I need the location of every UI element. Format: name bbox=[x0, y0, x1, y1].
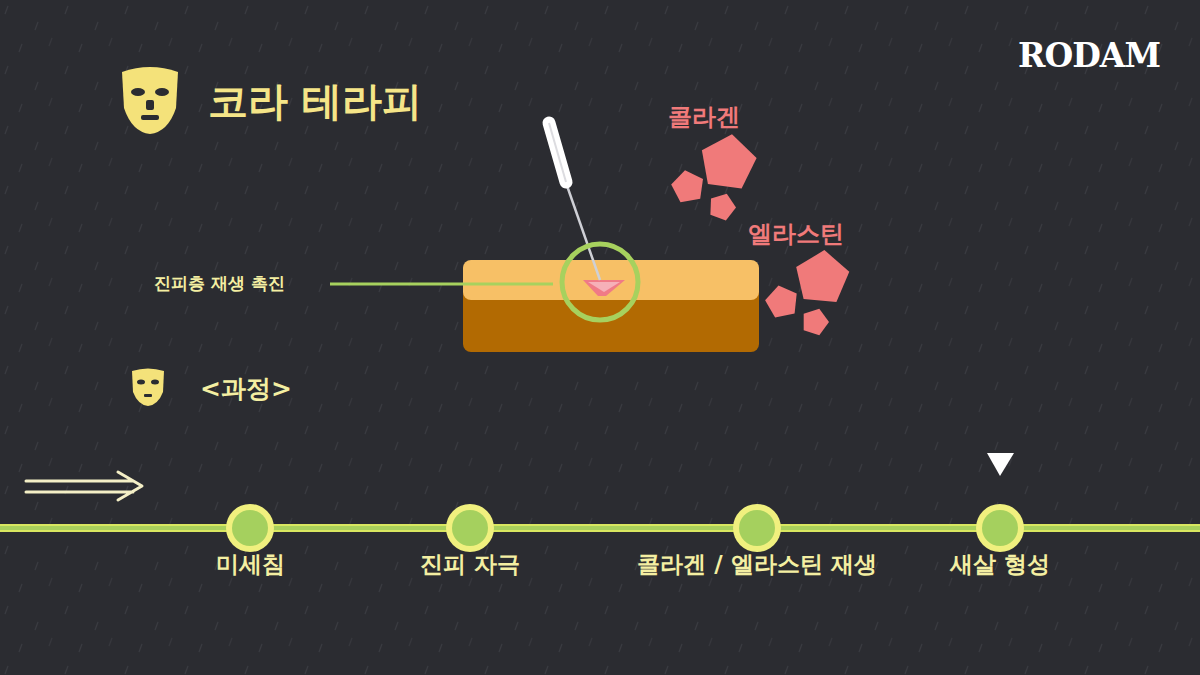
timeline-step: 새살 형성 bbox=[975, 503, 1025, 553]
timeline-step: 미세침 bbox=[225, 503, 275, 553]
timeline-connector bbox=[495, 528, 732, 529]
elastin-label: 엘라스틴 bbox=[748, 218, 844, 250]
skin-block bbox=[463, 260, 759, 352]
process-heading: <과정> bbox=[200, 372, 292, 405]
step-circle bbox=[732, 503, 782, 553]
step-caption: 콜라겐 / 엘라스틴 재생 bbox=[637, 549, 876, 580]
step-circle bbox=[975, 503, 1025, 553]
watermark: RODAM bbox=[1018, 36, 1160, 75]
timeline-connector bbox=[275, 528, 445, 529]
step-caption: 미세침 bbox=[216, 549, 285, 580]
mask-icon bbox=[122, 67, 178, 134]
collagen-label: 콜라겐 bbox=[668, 101, 740, 133]
leader-line bbox=[330, 283, 553, 286]
step-circle bbox=[225, 503, 275, 553]
marker-triangle bbox=[987, 453, 1014, 476]
dermis-label: 진피층 재생 촉진 bbox=[154, 272, 285, 295]
timeline-step: 콜라겐 / 엘라스틴 재생 bbox=[732, 503, 782, 553]
step-circle bbox=[445, 503, 495, 553]
timeline-connector bbox=[782, 528, 975, 529]
timeline-step: 진피 자극 bbox=[445, 503, 495, 553]
flow-arrow bbox=[26, 472, 142, 500]
collagen-shapes bbox=[671, 134, 849, 335]
title: 코라 테라피 bbox=[208, 74, 422, 129]
step-caption: 진피 자극 bbox=[420, 549, 520, 580]
focus-ring bbox=[562, 244, 638, 320]
step-caption: 새살 형성 bbox=[950, 549, 1050, 580]
mask-icon-small bbox=[132, 369, 164, 407]
